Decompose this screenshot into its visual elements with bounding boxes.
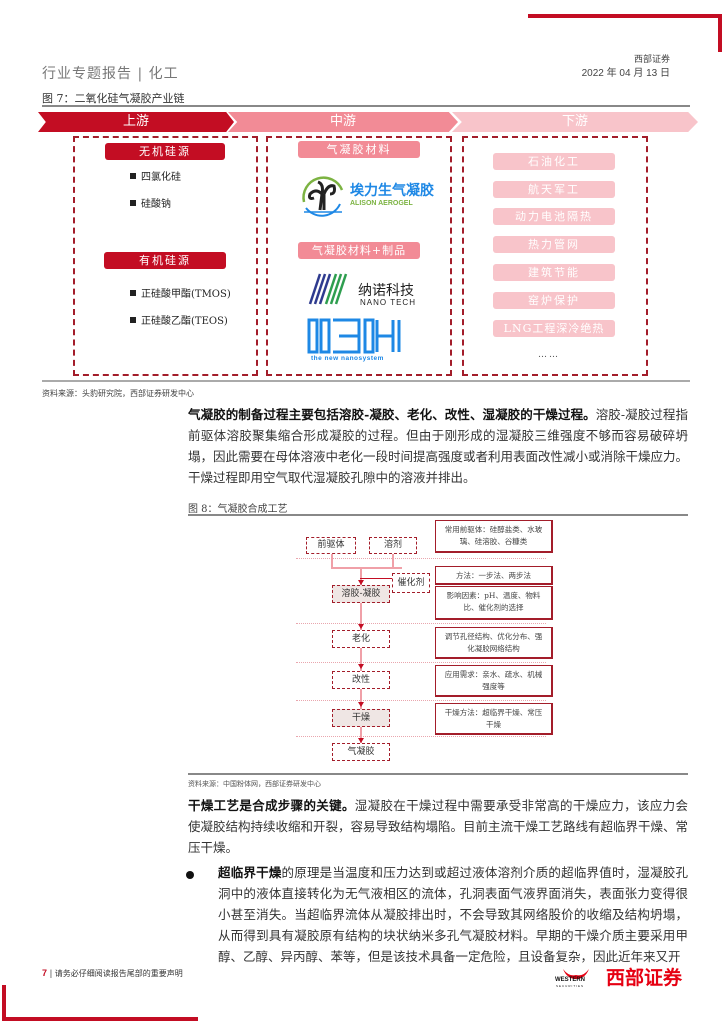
square-bullet-icon [130, 200, 136, 206]
stage-midstream: 中游 [228, 112, 458, 132]
flow-step-sol-gel: 溶胶-凝胶 [332, 585, 390, 603]
figure8-source: 资料来源：中国粉体网，西部证券研发中心 [188, 780, 321, 788]
ibh-letters-icon [307, 318, 401, 354]
downstream-item: 动力电池隔热 [493, 208, 615, 225]
report-section-title: 行业专题报告 | 化工 [42, 66, 179, 82]
midstream-box [266, 136, 452, 376]
page-number: 7 [42, 968, 48, 978]
figure8-top-rule [188, 514, 688, 516]
corner-decoration-bottom [2, 1017, 198, 1021]
arrow-down-icon [358, 580, 364, 585]
downstream-item: 建筑节能 [493, 264, 615, 281]
nano-tech-logo: 纳诺科技 NANO TECH [306, 270, 436, 312]
downstream-item: 窑炉保护 [493, 292, 615, 309]
western-securities-cn-logo: 西部证券 [606, 967, 683, 989]
square-bullet-icon [130, 317, 136, 323]
paragraph-preparation: 气凝胶的制备过程主要包括溶胶-凝胶、老化、改性、湿凝胶的干燥过程。溶胶-凝胶过程… [188, 407, 689, 485]
note-aging: 调节孔径结构、优化分布、强化凝胶网络结构 [435, 627, 553, 659]
western-securities-logo: WESTERN SECURITIES [555, 966, 597, 990]
flow-step-precursor: 前驱体 [306, 537, 356, 554]
paragraph-lead: 干燥工艺是合成步骤的关键。 [188, 798, 355, 813]
logo-en-text: WESTERN [555, 977, 585, 983]
company-name: 西部证券 [633, 55, 670, 65]
organic-item: 正硅酸乙酯(TEOS) [130, 312, 228, 327]
tree-logo-icon [302, 176, 344, 217]
nano-en-name: NANO TECH [360, 298, 416, 307]
report-date: 2022 年 04 月 13 日 [581, 68, 670, 79]
bullet-icon [186, 871, 194, 879]
aerogel-products-label: 气凝胶材料+制品 [298, 242, 420, 259]
corner-decoration-bottom-vertical [2, 985, 6, 1021]
arrow-down-icon [358, 738, 364, 743]
alison-aerogel-logo: 埃力生气凝胶 ALISON AEROGEL [298, 172, 458, 218]
solvent-connector [392, 553, 394, 568]
footer-disclaimer: 7 | 请务必仔细阅读报告尾部的重要声明 [42, 968, 183, 978]
inorganic-item: 四氯化硅 [130, 168, 181, 183]
ibh-logo: the new nanosystem [307, 318, 407, 366]
logo-en-subtext: SECURITIES [556, 984, 585, 988]
figure7-source: 资料来源：头豹研究院，西部证券研发中心 [42, 389, 194, 398]
stage-separator [296, 662, 546, 663]
alison-en-name: ALISON AEROGEL [350, 200, 413, 207]
main-flow-line [360, 567, 362, 757]
stage-separator [296, 623, 546, 624]
flow-step-aging: 老化 [332, 630, 390, 648]
arrow-down-icon [358, 624, 364, 629]
stage-separator [296, 700, 546, 701]
flow-step-catalyst: 催化剂 [392, 573, 430, 593]
downstream-ellipsis: …… [538, 350, 560, 360]
figure7-top-rule [42, 105, 690, 107]
downstream-item: 热力管网 [493, 236, 615, 253]
organic-item: 正硅酸甲酯(TMOS) [130, 285, 231, 300]
downstream-item: LNG工程深冷绝热 [493, 320, 615, 337]
flow-step-solvent: 溶剂 [369, 537, 417, 554]
paragraph-lead: 超临界干燥 [218, 865, 282, 880]
arrow-down-icon [358, 702, 364, 707]
note-factors: 影响因素：pH、温度、物料比、催化剂的选择 [435, 586, 553, 620]
square-bullet-icon [130, 290, 136, 296]
stage-separator [296, 558, 546, 559]
arrow-down-icon [358, 664, 364, 669]
note-precursors: 常用前驱体：硅醇盐类、水玻璃、硅溶胶、谷糠类 [435, 520, 553, 553]
alison-cn-name: 埃力生气凝胶 [350, 183, 434, 199]
stage-upstream: 上游 [38, 112, 234, 132]
bull-horns-icon [563, 969, 589, 979]
aerogel-materials-label: 气凝胶材料 [298, 141, 420, 158]
flow-step-aerogel: 气凝胶 [332, 743, 390, 761]
nano-cn-name: 纳诺科技 [358, 283, 414, 299]
downstream-item: 石油化工 [493, 153, 615, 170]
inorganic-item: 硅酸钠 [130, 195, 171, 210]
note-modification: 应用需求：亲水、疏水、机械强度等 [435, 665, 553, 697]
note-methods: 方法：一步法、两步法 [435, 566, 553, 585]
figure8-bottom-rule [188, 773, 688, 775]
square-bullet-icon [130, 173, 136, 179]
stage-downstream: 下游 [452, 112, 698, 132]
corner-decoration-top [528, 14, 722, 18]
note-drying: 干燥方法：超临界干燥、常压干燥 [435, 703, 553, 735]
flow-step-drying: 干燥 [332, 709, 390, 727]
stage-separator [296, 736, 546, 737]
figure8-title: 图 8：气凝胶合成工艺 [188, 504, 288, 515]
paragraph-supercritical: 超临界干燥的原理是当温度和压力达到或超过液体溶剂介质的超临界值时，湿凝胶孔洞中的… [218, 865, 688, 964]
corner-decoration-top-vertical [718, 14, 722, 52]
flow-step-modification: 改性 [332, 671, 390, 689]
precursor-connector [331, 553, 333, 568]
inorganic-silicon-label: 无机硅源 [105, 143, 225, 160]
merge-connector [331, 567, 402, 569]
figure7-bottom-rule [42, 380, 690, 382]
upstream-box [73, 136, 258, 376]
organic-silicon-label: 有机硅源 [104, 252, 226, 269]
catalyst-connector [360, 578, 396, 579]
figure7-title: 图 7：二氧化硅气凝胶产业链 [42, 92, 185, 105]
ibh-tagline: the new nanosystem [311, 355, 384, 362]
downstream-box [462, 136, 648, 376]
downstream-item: 航天军工 [493, 181, 615, 198]
paragraph-lead: 气凝胶的制备过程主要包括溶胶-凝胶、老化、改性、湿凝胶的干燥过程。 [188, 407, 596, 422]
stripes-logo-icon [308, 273, 348, 305]
paragraph-drying: 干燥工艺是合成步骤的关键。湿凝胶在干燥过程中需要承受非常高的干燥应力，该应力会使… [188, 798, 689, 855]
